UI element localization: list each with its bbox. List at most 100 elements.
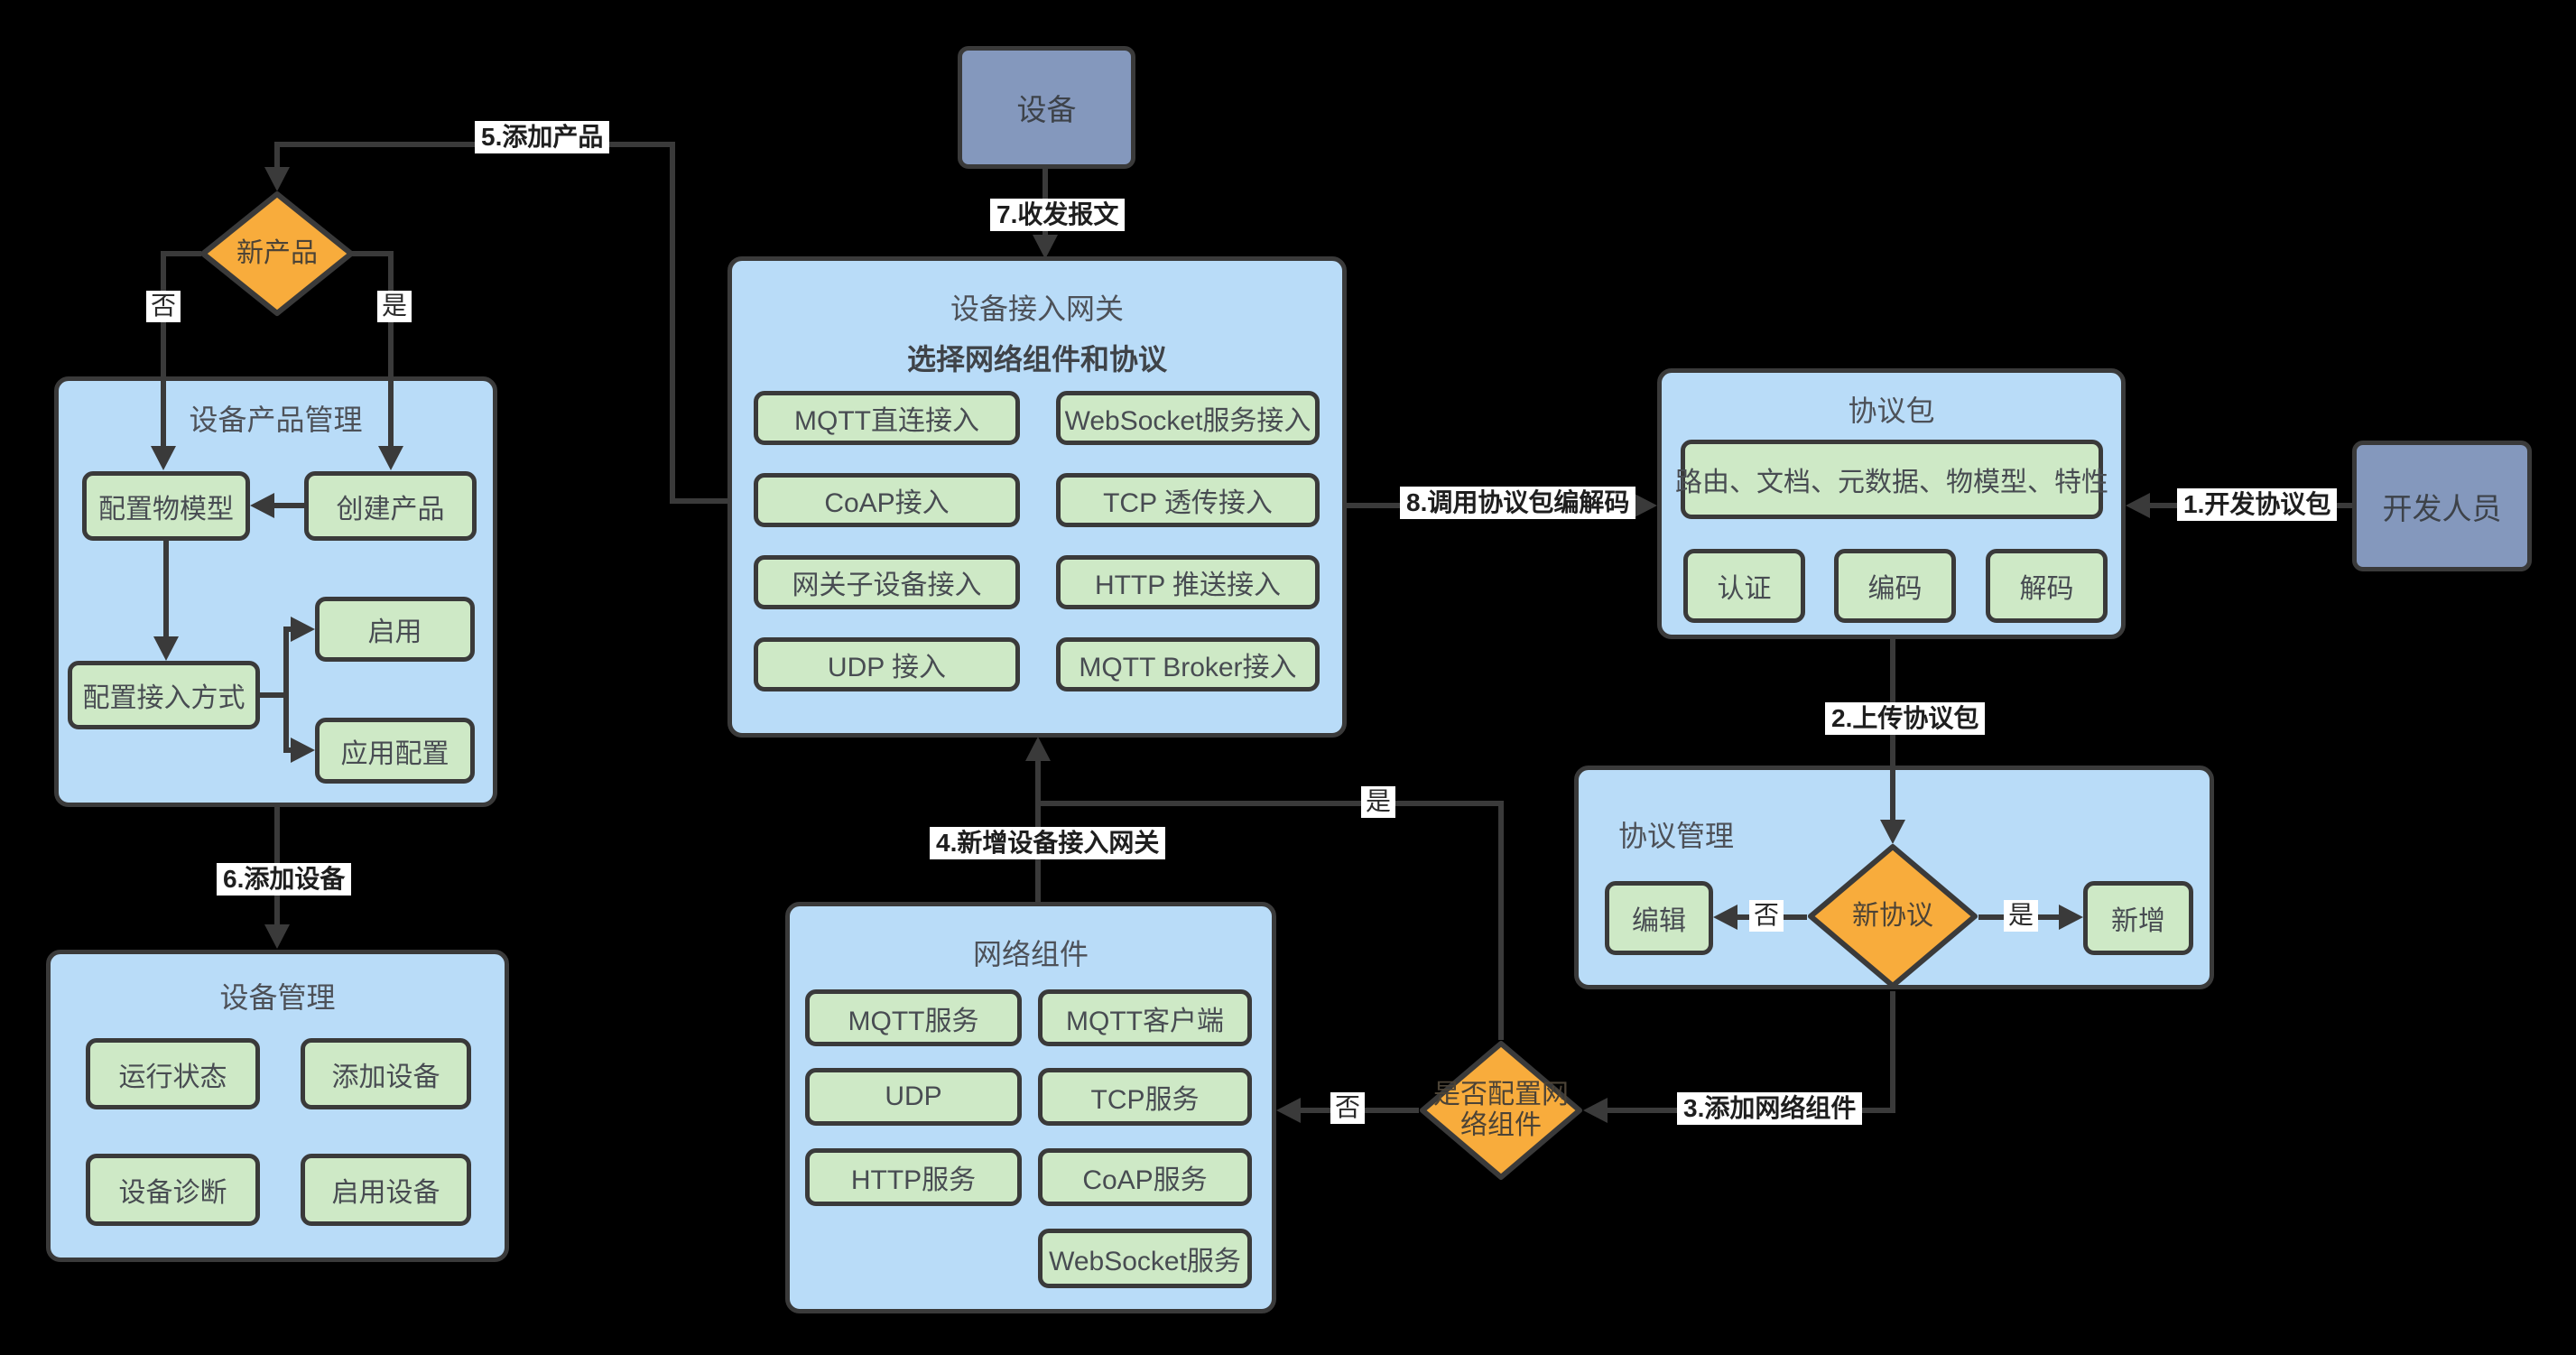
- arrowhead-right-icon: [291, 738, 315, 763]
- protocol-auth-item: 认证: [1683, 549, 1805, 623]
- edge-confignet-yes-a: [1035, 801, 1504, 806]
- product-management-title: 设备产品管理: [189, 404, 363, 436]
- new-protocol-no-label: 否: [1749, 900, 1784, 932]
- edge-label-step1: 1.开发协议包: [2177, 488, 2338, 522]
- enable-device-item: 启用设备: [301, 1154, 471, 1226]
- edge-access-enable: [283, 626, 292, 632]
- edge-protocol-to-confignet-a: [1890, 991, 1895, 1113]
- edge-gateway-newproduct-d: [274, 142, 280, 167]
- add-device-item: 添加设备: [301, 1038, 471, 1109]
- new-product-label: 新产品: [236, 237, 318, 268]
- edge-label-step5: 5.添加产品: [475, 121, 610, 154]
- enable-item: 启用: [315, 597, 475, 662]
- gateway-title: 设备接入网关: [950, 292, 1124, 325]
- net-item-websocket-service: WebSocket服务: [1038, 1229, 1252, 1288]
- network-components-title: 网络组件: [972, 938, 1089, 970]
- gateway-subtitle: 选择网络组件和协议: [906, 343, 1167, 376]
- arrowhead-left-icon: [2126, 493, 2150, 518]
- config-network-yes-label: 是: [1361, 786, 1396, 818]
- developer-actor: 开发人员: [2352, 441, 2532, 571]
- arrowhead-down-icon: [1033, 235, 1058, 259]
- device-management-title: 设备管理: [219, 981, 336, 1014]
- edge-access-branch-a: [260, 692, 289, 698]
- protocol-management-title: 协议管理: [1618, 820, 1735, 852]
- edge-confignet-yes-b: [1498, 801, 1504, 1040]
- gateway-item-mqtt-broker: MQTT Broker接入: [1056, 637, 1320, 691]
- protocol-capabilities-item: 路由、文档、元数据、物模型、特性: [1675, 440, 2108, 519]
- edge-label-step6: 6.添加设备: [217, 863, 352, 896]
- config-model-item: 配置物模型: [82, 471, 250, 541]
- config-network-label-line2: 络组件: [1460, 1110, 1542, 1140]
- net-item-http-service: HTTP服务: [805, 1148, 1022, 1206]
- arrowhead-down-icon: [264, 924, 290, 949]
- arrowhead-down-icon: [1880, 820, 1905, 844]
- arrowhead-down-icon: [264, 167, 290, 191]
- gateway-item-tcp: TCP 透传接入: [1056, 473, 1320, 527]
- gateway-item-coap: CoAP接入: [754, 473, 1020, 527]
- config-network-label: 是否配置网 络组件: [1419, 1040, 1583, 1181]
- edge-newproduct-yes-a: [352, 251, 394, 256]
- app-config-item: 应用配置: [315, 718, 475, 784]
- edge-access-appconfig: [283, 747, 292, 753]
- config-network-no-label: 否: [1330, 1092, 1366, 1124]
- diamond-shape: [1808, 844, 1978, 988]
- new-protocol-label: 新协议: [1852, 900, 1933, 931]
- arrowhead-right-icon: [1633, 493, 1657, 518]
- protocol-edit-item: 编辑: [1605, 881, 1713, 955]
- gateway-panel: 设备接入网关 选择网络组件和协议 MQTT直连接入 WebSocket服务接入 …: [727, 256, 1347, 738]
- config-network-label-line1: 是否配置网: [1433, 1079, 1569, 1109]
- protocol-package-title: 协议包: [1848, 394, 1935, 427]
- arrowhead-down-icon: [153, 636, 179, 661]
- new-product-no-label: 否: [146, 291, 181, 322]
- gateway-item-http: HTTP 推送接入: [1056, 555, 1320, 609]
- protocol-encode-item: 编码: [1834, 549, 1956, 623]
- protocol-package-panel: 协议包 路由、文档、元数据、物模型、特性 认证 编码 解码: [1657, 368, 2126, 639]
- new-product-yes-label: 是: [377, 291, 412, 322]
- edge-create-to-model: [272, 503, 306, 508]
- create-product-item: 创建产品: [304, 471, 477, 541]
- edge-newproduct-yes-b: [388, 251, 394, 448]
- edge-newproduct-no-a: [161, 251, 201, 256]
- arrowhead-down-icon: [378, 446, 403, 470]
- net-item-mqtt-client: MQTT客户端: [1038, 989, 1252, 1046]
- arrowhead-right-icon: [2059, 905, 2083, 930]
- edge-label-step2: 2.上传协议包: [1825, 702, 1986, 736]
- edge-newproduct-no-b: [161, 251, 166, 448]
- product-management-panel: 设备产品管理 配置物模型 创建产品 配置接入方式 启用 应用配置: [54, 376, 497, 807]
- diamond-shape: [200, 191, 354, 316]
- arrowhead-left-icon: [1583, 1098, 1608, 1123]
- edge-label-step3: 3.添加网络组件: [1677, 1092, 1863, 1126]
- new-product-decision: 新产品: [199, 190, 355, 317]
- edge-access-branch-b: [283, 626, 289, 753]
- edge-label-step8: 8.调用协议包编解码: [1400, 487, 1636, 520]
- device-management-panel: 设备管理 运行状态 添加设备 设备诊断 启用设备: [46, 950, 509, 1262]
- arrowhead-left-icon: [250, 493, 274, 518]
- edge-gateway-newproduct-b: [670, 142, 675, 504]
- protocol-decode-item: 解码: [1986, 549, 2108, 623]
- gateway-item-udp: UDP 接入: [754, 637, 1020, 691]
- new-protocol-decision: 新协议: [1807, 843, 1978, 989]
- net-item-mqtt-service: MQTT服务: [805, 989, 1022, 1046]
- net-item-tcp-service: TCP服务: [1038, 1068, 1252, 1126]
- device-actor: 设备: [958, 46, 1135, 169]
- net-item-udp: UDP: [805, 1068, 1022, 1126]
- gateway-item-websocket: WebSocket服务接入: [1056, 391, 1320, 445]
- run-status-item: 运行状态: [86, 1038, 260, 1109]
- config-access-item: 配置接入方式: [68, 661, 260, 729]
- protocol-add-item: 新增: [2083, 881, 2193, 955]
- device-diagnose-item: 设备诊断: [86, 1154, 260, 1226]
- edge-label-step7: 7.收发报文: [990, 199, 1126, 232]
- arrowhead-down-icon: [151, 446, 176, 470]
- gateway-item-mqtt-direct: MQTT直连接入: [754, 391, 1020, 445]
- edge-gateway-newproduct-a: [672, 498, 727, 504]
- config-network-decision: 是否配置网 络组件: [1419, 1040, 1583, 1181]
- gateway-item-subdevice: 网关子设备接入: [754, 555, 1020, 609]
- arrowhead-up-icon: [1025, 737, 1051, 761]
- edge-label-step4: 4.新增设备接入网关: [930, 827, 1166, 860]
- edge-model-to-access: [163, 541, 169, 638]
- arrowhead-left-icon: [1276, 1098, 1301, 1123]
- net-item-coap-service: CoAP服务: [1038, 1148, 1252, 1206]
- new-protocol-yes-label: 是: [2004, 900, 2039, 932]
- arrowhead-left-icon: [1713, 905, 1737, 930]
